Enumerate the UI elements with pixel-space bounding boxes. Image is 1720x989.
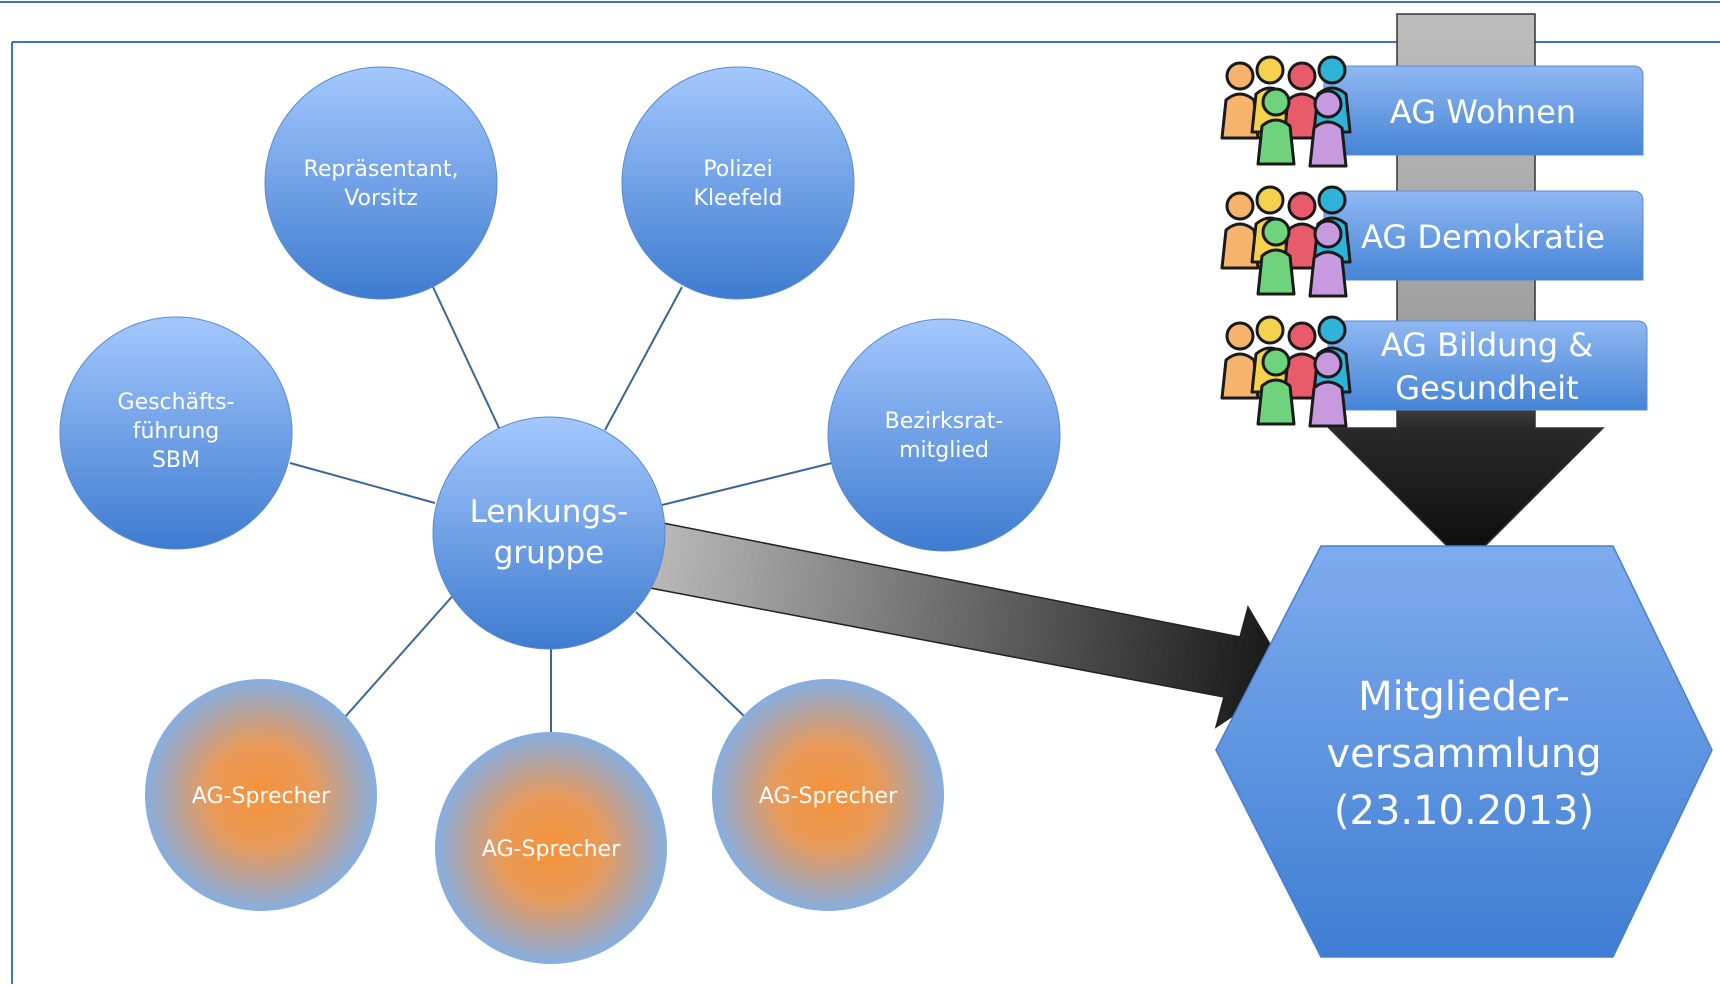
- working-group-label-line: Gesundheit: [1395, 369, 1578, 407]
- center-lenkungsgruppe: Lenkungs- gruppe: [432, 416, 666, 650]
- speaker-label: AG-Sprecher: [759, 784, 898, 809]
- connector-line: [635, 611, 746, 718]
- satellite-label-line: führung: [133, 419, 220, 444]
- satellite-label-line: mitglied: [899, 438, 989, 463]
- speaker-left: AG-Sprecher: [145, 679, 377, 911]
- center-label-line: gruppe: [494, 535, 605, 571]
- assembly-label-line: Mitglieder-: [1358, 674, 1570, 720]
- speaker-label: AG-Sprecher: [482, 837, 621, 862]
- lenkungsgruppe-to-assembly-arrow: [649, 522, 1292, 729]
- satellite-label-line: Kleefeld: [694, 186, 783, 211]
- connector-line: [344, 581, 466, 718]
- satellite-repraesentant: Repräsentant, Vorsitz: [264, 66, 498, 300]
- satellite-label-line: Repräsentant,: [304, 157, 459, 182]
- satellite-label-line: Geschäfts-: [118, 390, 235, 415]
- center-label-line: Lenkungs-: [470, 494, 629, 530]
- assembly-label-line: versammlung: [1326, 731, 1601, 777]
- satellite-geschaeftsfuehrung: Geschäfts- führung SBM: [59, 316, 293, 550]
- working-group-label: AG Demokratie: [1361, 218, 1605, 256]
- working-group-label: AG Wohnen: [1390, 93, 1576, 131]
- satellite-label-line: Polizei: [703, 157, 772, 182]
- satellite-label-line: Bezirksrat-: [885, 409, 1004, 434]
- people-group-icon: [1220, 185, 1352, 298]
- connector-line: [432, 286, 501, 431]
- speaker-label: AG-Sprecher: [192, 784, 331, 809]
- satellite-label-line: Vorsitz: [344, 186, 418, 211]
- satellite-polizei: Polizei Kleefeld: [621, 66, 855, 300]
- connector-line: [661, 462, 833, 506]
- satellite-bezirksrat: Bezirksrat- mitglied: [827, 318, 1061, 552]
- working-group-wohnen: AG Wohnen: [1323, 65, 1644, 156]
- working-group-bildung: AG Bildung & Gesundheit: [1327, 320, 1648, 411]
- speaker-middle: AG-Sprecher: [435, 732, 667, 964]
- working-group-label-line: AG Bildung &: [1381, 326, 1593, 364]
- connector-line: [289, 462, 436, 504]
- working-group-demokratie: AG Demokratie: [1323, 190, 1644, 281]
- people-group-icon: [1220, 55, 1352, 168]
- connector-line: [604, 286, 683, 431]
- satellite-label-line: SBM: [152, 448, 200, 473]
- connector-lines: [289, 286, 833, 733]
- people-group-icon: [1220, 315, 1352, 428]
- assembly-hexagon: Mitglieder- versammlung (23.10.2013): [1215, 545, 1713, 958]
- speaker-right: AG-Sprecher: [712, 679, 944, 911]
- assembly-label-line: (23.10.2013): [1334, 788, 1594, 834]
